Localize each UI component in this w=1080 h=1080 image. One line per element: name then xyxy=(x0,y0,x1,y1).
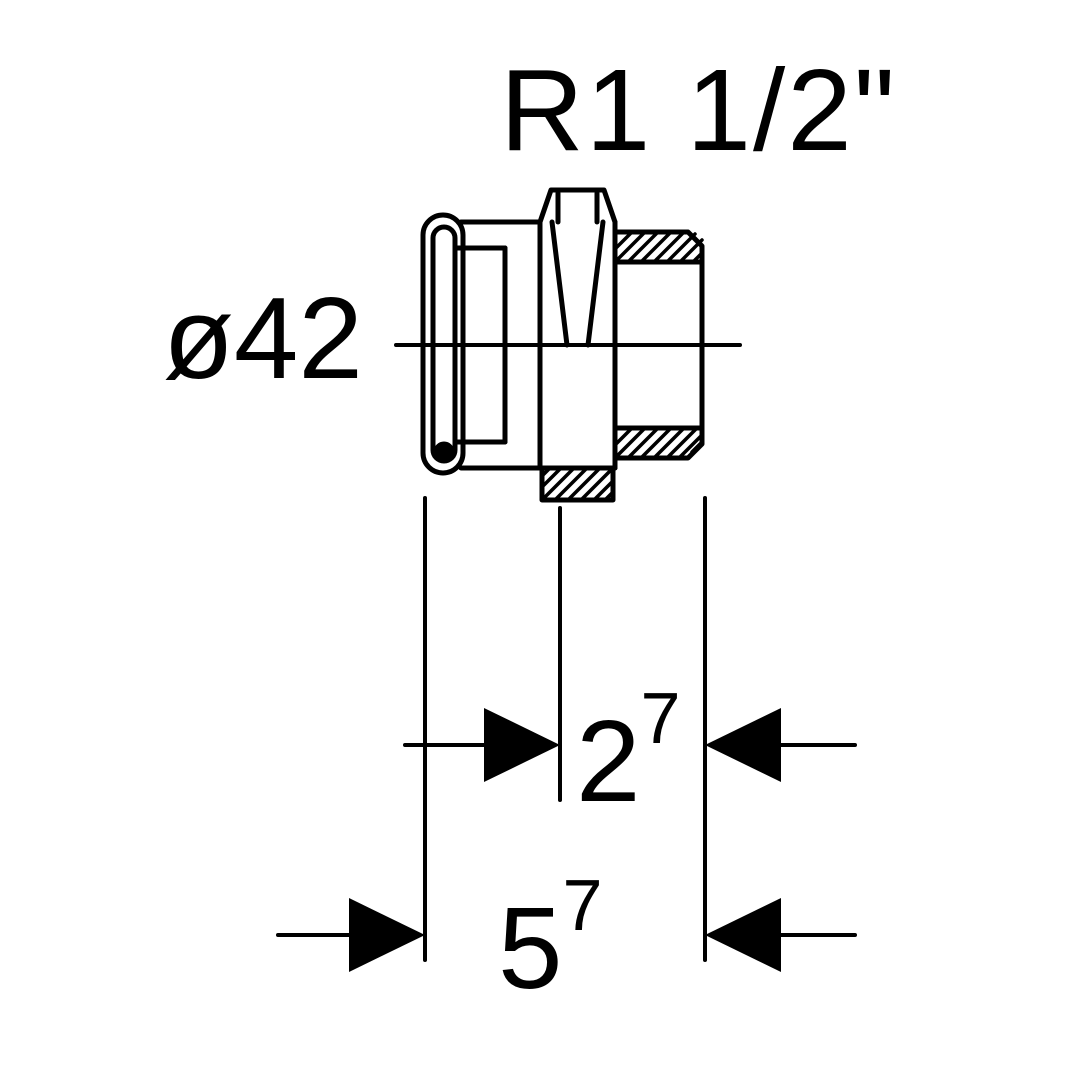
arrow-left-icon xyxy=(705,708,781,782)
dimension-27-lines xyxy=(403,708,857,782)
dimension-57-label: 57 xyxy=(498,870,603,1006)
extension-lines xyxy=(423,496,707,962)
hex-flange xyxy=(537,187,618,471)
dimension-27-value: 2 xyxy=(576,696,641,826)
arrow-right-icon xyxy=(484,708,560,782)
thread-hatch-bottom xyxy=(613,426,704,460)
dimension-57-exponent: 7 xyxy=(562,866,603,946)
dimension-57-value: 5 xyxy=(498,883,563,1013)
socket-bead-outer xyxy=(420,212,466,476)
thread-hatch-top xyxy=(613,230,704,264)
hex-section-hatch xyxy=(539,465,616,503)
seal-ring-icon xyxy=(433,441,455,463)
diameter-label: ø42 xyxy=(163,273,363,403)
dimension-27-exponent: 7 xyxy=(640,679,681,759)
press-socket xyxy=(420,212,543,476)
thread-size-label: R1 1/2" xyxy=(500,45,897,175)
dimension-57-lines xyxy=(276,898,857,972)
dimension-27-label: 27 xyxy=(576,683,681,819)
arrow-left-icon xyxy=(705,898,781,972)
arrow-right-icon xyxy=(349,898,425,972)
